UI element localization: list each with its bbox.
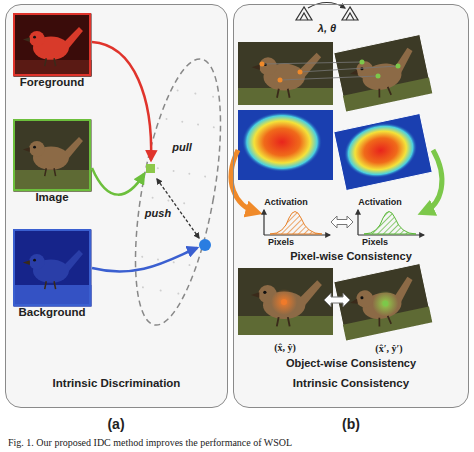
axis-label: Pixels — [362, 237, 388, 247]
panel-title: Intrinsic Consistency — [234, 377, 468, 389]
axis-label: Pixels — [268, 237, 294, 247]
image-frame: Background — [13, 229, 91, 306]
section-label: Object-wise Consistency — [286, 357, 416, 370]
coordinate-label: (x̂, ŷ) — [274, 342, 296, 354]
transform-label: λ, θ — [318, 22, 336, 35]
panel-tag: (a) — [107, 416, 124, 432]
coordinate-label: (x̂′, ŷ′) — [375, 343, 402, 355]
panel-tag: (b) — [342, 416, 360, 432]
image-frame: Image — [13, 119, 91, 191]
image-label: Foreground — [20, 76, 85, 88]
image-label: Background — [18, 306, 85, 318]
axis-label: Activation — [358, 197, 402, 207]
image-label: Image — [35, 191, 68, 203]
axis-label: Activation — [264, 197, 308, 207]
force-label: push — [144, 207, 172, 220]
image-frame: Foreground — [13, 13, 91, 76]
figure-caption: Fig. 1. Our proposed IDC method improves… — [8, 437, 292, 448]
section-label: Pixel-wise Consistency — [290, 250, 412, 263]
panel-title: Intrinsic Discrimination — [6, 377, 227, 389]
panel-box: ForegroundImageBackgroundIntrinsic Discr… — [5, 4, 228, 408]
force-label: pull — [171, 141, 193, 154]
